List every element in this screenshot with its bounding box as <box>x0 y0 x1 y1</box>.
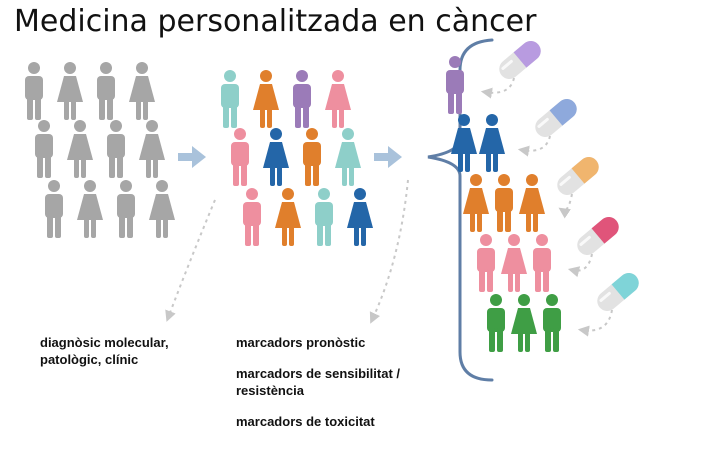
diagnostic-label-line-2: patològic, clínic <box>40 352 139 367</box>
toxicity-markers-label: marcadors de toxicitat <box>236 414 375 429</box>
capsule-icon <box>577 217 619 255</box>
capsule-icon <box>597 273 639 311</box>
sensitivity-markers-line-2: resistència <box>236 383 304 398</box>
person-icon <box>67 120 93 178</box>
person-icon <box>35 120 53 178</box>
person-icon <box>275 188 301 246</box>
person-icon <box>107 120 125 178</box>
capsule-icon <box>535 99 577 137</box>
page-title: Medicina personalitzada en càncer <box>14 4 537 39</box>
sensitivity-markers-label: marcadors de sensibilitat / resistència <box>236 365 456 399</box>
person-icon <box>315 188 333 246</box>
person-icon <box>97 62 115 120</box>
dotted-arrow-icon <box>517 135 551 157</box>
person-icon <box>487 294 505 352</box>
sensitivity-markers-line-1: marcadors de sensibilitat / <box>236 366 401 381</box>
diagnostic-label-line-1: diagnòsic molecular, <box>40 335 169 350</box>
person-icon <box>231 128 249 186</box>
person-icon <box>57 62 83 120</box>
person-icon <box>221 70 239 128</box>
prognostic-markers-label: marcadors pronòstic <box>236 335 366 350</box>
capsule-icon <box>557 157 599 195</box>
curly-brace-icon <box>427 38 494 382</box>
arrow-right-icon <box>374 146 402 168</box>
person-icon <box>451 114 477 172</box>
dotted-arrow-icon <box>558 193 573 219</box>
person-icon <box>533 234 551 292</box>
dotted-arrow-icon <box>567 253 593 278</box>
markers-label-group: marcadors pronòstic marcadors de sensibi… <box>236 334 456 444</box>
person-icon <box>501 234 527 292</box>
person-icon <box>479 114 505 172</box>
person-icon <box>117 180 135 238</box>
dotted-arrow-icon <box>165 199 216 322</box>
person-icon <box>463 174 489 232</box>
dotted-arrow-icon <box>577 309 613 337</box>
person-icon <box>335 128 361 186</box>
capsule-icon <box>499 41 541 79</box>
person-icon <box>495 174 513 232</box>
person-icon <box>477 234 495 292</box>
dotted-arrow-icon <box>480 77 515 99</box>
person-icon <box>511 294 537 352</box>
arrow-right-icon <box>178 146 206 168</box>
person-icon <box>293 70 311 128</box>
dotted-arrow-icon <box>369 179 409 324</box>
person-icon <box>243 188 261 246</box>
person-icon <box>303 128 321 186</box>
person-icon <box>149 180 175 238</box>
person-icon <box>129 62 155 120</box>
person-icon <box>139 120 165 178</box>
person-icon <box>45 180 63 238</box>
diagnostic-label: diagnòsic molecular, patològic, clínic <box>40 334 220 368</box>
person-icon <box>77 180 103 238</box>
person-icon <box>347 188 373 246</box>
person-icon <box>543 294 561 352</box>
person-icon <box>253 70 279 128</box>
person-icon <box>519 174 545 232</box>
person-icon <box>263 128 289 186</box>
person-icon <box>25 62 43 120</box>
person-icon <box>325 70 351 128</box>
